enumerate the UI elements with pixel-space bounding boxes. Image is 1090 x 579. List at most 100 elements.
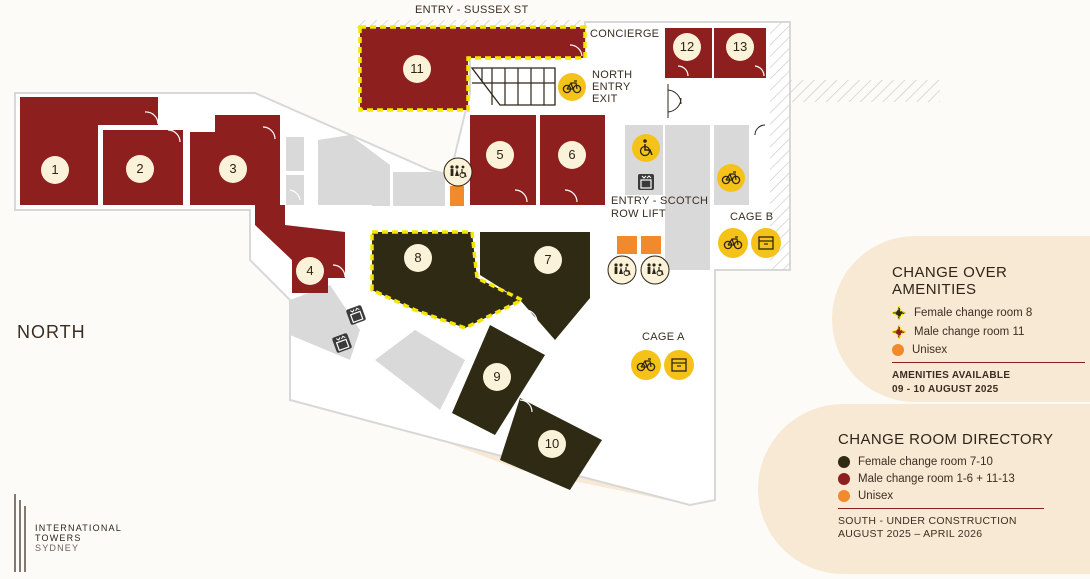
room-number: 5 [496,147,503,162]
badge-circle [483,363,511,391]
badge-circle [558,141,586,169]
changeover-panel: CHANGE OVER AMENITIES Female change room… [832,236,1090,402]
accessible-icon[interactable] [632,134,660,162]
stairs-icon [470,67,556,106]
legend-female: Female change room 7-10 [838,456,1053,468]
bike-icon[interactable] [717,164,745,192]
lift-icon[interactable] [637,173,655,191]
unisex-room[interactable] [617,236,637,254]
north-entry-line: NORTH [592,69,633,81]
unisex-dot [838,490,850,502]
corridor-block [372,172,390,206]
legend-male-11: Male change room 11 [892,325,1090,339]
badge-circle [126,155,154,183]
entry-scotch-label: ENTRY - SCOTCH ROW LIFT [611,195,708,221]
male-dot [838,473,850,485]
north-entry-label: NORTH ENTRY EXIT [592,69,632,105]
cage-b-label: CAGE B [730,211,774,223]
badge-circle [534,246,562,274]
concierge-label: CONCIERGE [590,28,660,40]
entry-scotch-line: ENTRY - SCOTCH [611,195,709,207]
construction-note: SOUTH - UNDER CONSTRUCTION [838,515,1017,527]
legend-male: Male change room 1-6 + 11-13 [838,473,1053,485]
female-dot [838,456,850,468]
legend-unisex: Unisex [892,344,1090,356]
changeover-title: CHANGE OVER AMENITIES [892,264,1008,298]
room-number: 4 [306,263,313,278]
unisex-room[interactable] [641,236,661,254]
room-number: 7 [544,252,551,267]
badge-circle [486,141,514,169]
toilet-icon[interactable] [607,255,637,285]
room-number: 13 [733,39,747,54]
logo-text: INTERNATIONAL TOWERS SYDNEY [35,523,122,553]
room-number: 11 [410,61,424,76]
legend-text: Male change room 11 [914,326,1025,338]
logo-line: SYDNEY [35,543,80,553]
entry-sussex-label: ENTRY - SUSSEX ST [415,4,529,16]
room-number-badge-8: 8 [404,244,432,272]
divider [838,508,1044,509]
hatch-north [355,20,585,28]
divider [892,362,1085,363]
toilet-icon[interactable] [640,255,670,285]
legend-text: Unisex [858,490,894,502]
room-number: 12 [680,39,694,54]
room-number-badge-12: 12 [673,33,701,61]
legend-text: Female change room 8 [914,307,1033,319]
legend-female-8: Female change room 8 [892,306,1090,320]
room-11[interactable] [358,25,587,112]
corridor-block [286,137,304,171]
room-number: 1 [51,162,58,177]
north-label: NORTH [17,322,86,342]
room-number-badge-4: 4 [296,257,324,285]
bike-icon[interactable] [558,73,586,101]
logo-line: INTERNATIONAL [35,523,122,533]
room-number: 8 [414,250,421,265]
hatch-east [790,80,940,102]
badge-circle [219,155,247,183]
bike-icon[interactable] [631,350,661,380]
male-changeover-icon [892,325,906,339]
room-number: 3 [229,161,236,176]
badge-circle [538,430,566,458]
room-number-badge-11: 11 [403,55,431,83]
room-number: 9 [493,369,500,384]
amenities-dates: 09 - 10 AUGUST 2025 [892,384,999,395]
corridor-block [286,175,304,205]
international-towers-logo-icon [14,494,26,572]
room-number: 6 [568,147,575,162]
room-number-badge-13: 13 [726,33,754,61]
unisex-room[interactable] [450,186,464,206]
unisex-dot [892,344,904,356]
bike-icon[interactable] [718,228,748,258]
room-number-badge-6: 6 [558,141,586,169]
badge-circle [296,257,324,285]
directory-title: CHANGE ROOM DIRECTORY [838,431,1054,448]
locker-icon[interactable] [751,228,781,258]
badge-circle [41,156,69,184]
room-number-badge-7: 7 [534,246,562,274]
north-entry-line: ENTRY [592,81,631,93]
room-number-badge-10: 10 [538,430,566,458]
logo-line: TOWERS [35,533,82,543]
room-number-badge-5: 5 [486,141,514,169]
room-number: 10 [545,436,559,451]
locker-icon[interactable] [664,350,694,380]
room-number-badge-1: 1 [41,156,69,184]
door-swings [144,44,765,413]
construction-dates: AUGUST 2025 – APRIL 2026 [838,528,983,540]
entry-scotch-line: ROW LIFT [611,208,666,220]
corridor-block [665,125,710,270]
badge-circle [404,244,432,272]
door-swings-entry [667,84,766,136]
badge-circle [403,55,431,83]
cage-a-label: CAGE A [642,331,685,343]
toilet-icon[interactable] [443,157,473,187]
north-entry-line: EXIT [592,93,618,105]
room-7[interactable] [480,232,590,340]
amenities-note: AMENITIES AVAILABLE [892,370,1011,381]
legend-text: Female change room 7-10 [858,456,993,468]
